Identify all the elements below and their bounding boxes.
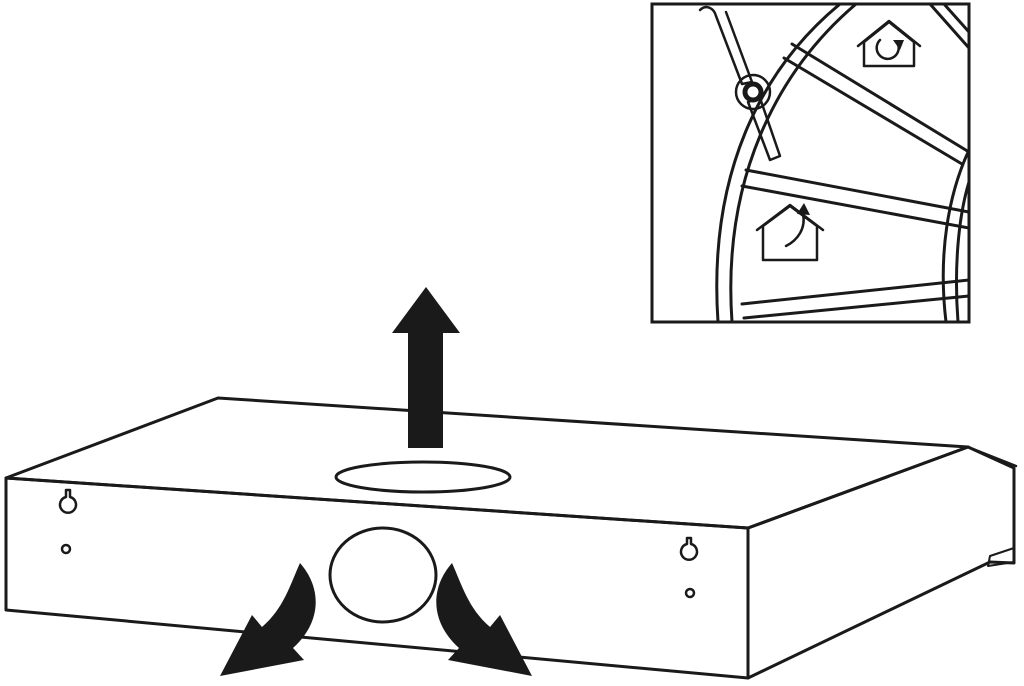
damper-spoke-2 bbox=[744, 168, 969, 214]
hood-top-face bbox=[4, 396, 970, 530]
screw-hole-right bbox=[684, 587, 696, 599]
keyhole-slot-right bbox=[679, 536, 699, 561]
airflow-left-arrow bbox=[220, 563, 316, 676]
hood-front-face bbox=[4, 476, 750, 680]
damper-spoke-4 bbox=[928, 4, 969, 50]
airflow-up-arrow bbox=[392, 287, 460, 448]
damper-rim-outer bbox=[715, 4, 842, 322]
damper-spoke-1 bbox=[790, 42, 969, 154]
damper-hub-ring-inner bbox=[954, 180, 969, 322]
damper-spoke-3 bbox=[740, 278, 969, 306]
hood-side-face bbox=[746, 445, 1016, 680]
hood-visor-line bbox=[966, 445, 1018, 468]
selector-pivot-inner bbox=[742, 81, 764, 103]
hood-side-lever bbox=[987, 547, 1015, 567]
range-hood bbox=[4, 396, 1018, 680]
airflow-right-arrow bbox=[436, 563, 532, 676]
mode-selector-inset bbox=[650, 2, 971, 324]
selector-pivot-outer bbox=[734, 73, 772, 111]
extraction-mode-icon bbox=[755, 203, 825, 262]
recirculation-mode-icon bbox=[856, 19, 922, 68]
selector-lever-top bbox=[698, 5, 754, 86]
front-recirculation-outlet bbox=[328, 526, 438, 624]
screw-hole-left bbox=[60, 543, 72, 555]
top-exhaust-outlet bbox=[334, 460, 512, 494]
keyhole-slot-left bbox=[58, 488, 78, 514]
